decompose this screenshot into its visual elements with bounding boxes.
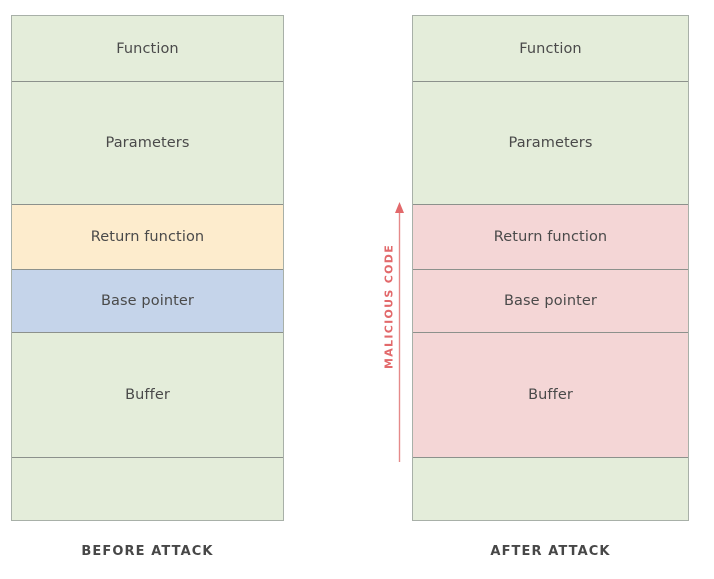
- stack-cell-return-function: Return function: [12, 205, 283, 271]
- stack-cell-empty: [12, 457, 283, 520]
- malicious-code-label: MALICIOUS CODE: [382, 243, 396, 370]
- stack-cell-buffer: Buffer: [413, 332, 688, 458]
- stack-cell-label: Return function: [493, 229, 608, 246]
- stack-cell-buffer: Buffer: [12, 332, 283, 458]
- stack-cell-function: Function: [12, 16, 283, 83]
- stack-cell-base-pointer: Base pointer: [413, 270, 688, 333]
- caption-after-attack: AFTER ATTACK: [490, 544, 611, 559]
- stack-cell-label: Buffer: [528, 386, 573, 403]
- malicious-code-annotation: MALICIOUS CODE: [355, 200, 413, 462]
- stack-cell-label: Function: [519, 40, 582, 57]
- stack-cell-label: Function: [116, 40, 179, 57]
- stack-cell-empty: [413, 457, 688, 520]
- stack-cell-label: Parameters: [508, 135, 593, 152]
- stack-cell-label: Buffer: [125, 386, 170, 403]
- stack-cell-label: Base pointer: [504, 293, 597, 310]
- stack-cell-return-function: Return function: [413, 205, 688, 271]
- stack-cell-base-pointer: Base pointer: [12, 270, 283, 333]
- stack-cell-function: Function: [413, 16, 688, 83]
- stack-cell-label: Parameters: [105, 135, 190, 152]
- stack-cell-label: Base pointer: [101, 293, 194, 310]
- stack-cell-parameters: Parameters: [413, 82, 688, 206]
- caption-before-attack: BEFORE ATTACK: [81, 544, 214, 559]
- upward-arrow-icon: [395, 202, 404, 462]
- stack-cell-label: Return function: [90, 229, 205, 246]
- stack-cell-parameters: Parameters: [12, 82, 283, 206]
